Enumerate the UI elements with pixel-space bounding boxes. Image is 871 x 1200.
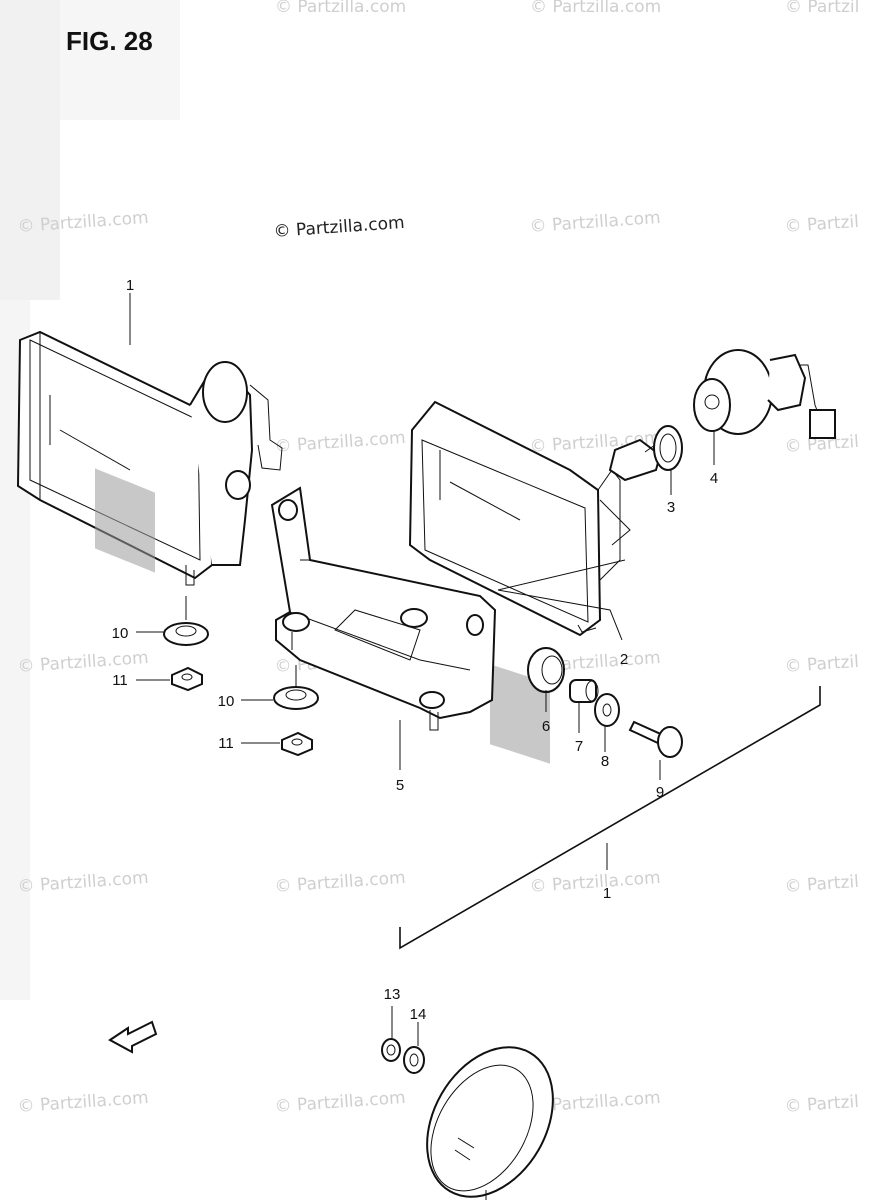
watermark: © Partzilla.com: [274, 868, 406, 897]
callout-labels: 1 2 3 4 5 6 7 8 9 10 11 10 11 1 13 14: [112, 277, 719, 1023]
watermark: © Partzil: [784, 872, 860, 897]
callout-4: 4: [710, 470, 718, 487]
bulb-socket: [693, 349, 836, 439]
left-headlight-assembly: [16, 330, 283, 586]
watermark: © Partzilla.com: [530, 0, 661, 17]
callout-14: 14: [410, 1006, 427, 1023]
callout-10-left: 10: [112, 625, 129, 642]
main-watermark: © Partzilla.com: [273, 213, 405, 242]
collar-part-7: [569, 679, 599, 703]
callout-3: 3: [667, 499, 675, 516]
front-arrow-icon: [108, 1020, 158, 1054]
watermark: © Partzilla.com: [529, 868, 661, 897]
callout-2: 2: [620, 651, 628, 668]
callout-6: 6: [542, 718, 550, 735]
watermark: © Partzilla.com: [17, 868, 149, 897]
callout-8: 8: [601, 753, 609, 770]
headlight-bulb: [608, 425, 683, 482]
washer-part-10-left: [163, 622, 209, 646]
scan-noise: [0, 0, 180, 1000]
callout-13: 13: [384, 986, 401, 1003]
watermark: © Partzilla.com: [529, 208, 661, 237]
callout-10-mid: 10: [218, 693, 235, 710]
washer-part-14: [403, 1046, 425, 1074]
watermark: © Partzilla.com: [274, 428, 406, 457]
callout-1-bottom: 1: [603, 885, 611, 902]
watermark: © Partzil: [784, 212, 860, 237]
grommet-part-6: [527, 647, 565, 693]
figure-title: FIG. 28: [66, 26, 153, 56]
callout-11-mid: 11: [218, 735, 234, 752]
mounting-bracket: [270, 486, 497, 731]
watermark: © Partzilla.com: [275, 0, 406, 17]
watermark: © Partzilla.com: [274, 1088, 406, 1117]
watermark: © Partzil: [784, 1092, 860, 1117]
watermark: © Partzilla.com: [17, 648, 149, 677]
callout-5: 5: [396, 777, 404, 794]
washer-part-8: [594, 693, 620, 727]
bolt-part-9: [628, 720, 683, 758]
leader-lines: [129, 293, 821, 1200]
watermark: © Partzilla.com: [17, 1088, 149, 1117]
nut-part-13: [381, 1038, 401, 1062]
callout-1-top: 1: [126, 277, 134, 294]
washer-part-10-mid: [273, 686, 319, 710]
watermark: © Partzil: [785, 0, 859, 17]
callout-9: 9: [656, 784, 664, 801]
watermark: © Partzil: [784, 652, 860, 677]
callout-7: 7: [575, 738, 583, 755]
lens-cover: [426, 1046, 554, 1198]
nut-part-11-mid: [281, 731, 313, 757]
callout-11-left: 11: [112, 672, 128, 689]
nut-part-11-left: [171, 666, 203, 692]
